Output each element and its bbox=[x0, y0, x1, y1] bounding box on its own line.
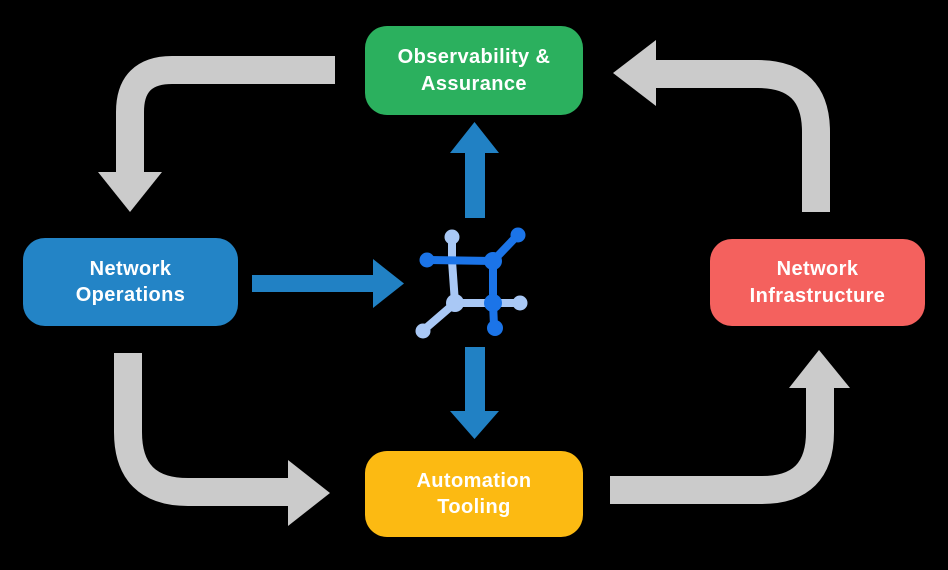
node-label-line: Operations bbox=[75, 284, 186, 306]
arrow-automation-to-infrastructure bbox=[610, 350, 850, 504]
arrow-operations-to-hub bbox=[252, 259, 404, 308]
node-automation-tooling: Automation Tooling bbox=[365, 451, 583, 537]
network-mesh-icon bbox=[415, 227, 528, 339]
node-observability-assurance: Observability & Assurance bbox=[365, 26, 583, 115]
node-label-line: Assurance bbox=[421, 72, 527, 95]
node-label-line: Infrastructure bbox=[749, 284, 886, 307]
node-label-line: Network bbox=[776, 258, 859, 281]
arrow-hub-to-automation bbox=[450, 347, 499, 439]
node-network-operations: Network Operations bbox=[23, 238, 238, 326]
node-network-infrastructure: Network Infrastructure bbox=[710, 239, 925, 326]
node-label-line: Automation bbox=[416, 469, 532, 492]
arrow-hub-to-observability bbox=[450, 122, 499, 218]
node-label-line: Observability & bbox=[397, 46, 551, 69]
arrow-infrastructure-to-observability bbox=[613, 40, 830, 212]
node-label-line: Network bbox=[89, 257, 172, 280]
arrow-observability-to-operations bbox=[98, 56, 335, 212]
arrow-operations-to-automation bbox=[114, 353, 330, 526]
node-label-line: Tooling bbox=[437, 496, 511, 518]
